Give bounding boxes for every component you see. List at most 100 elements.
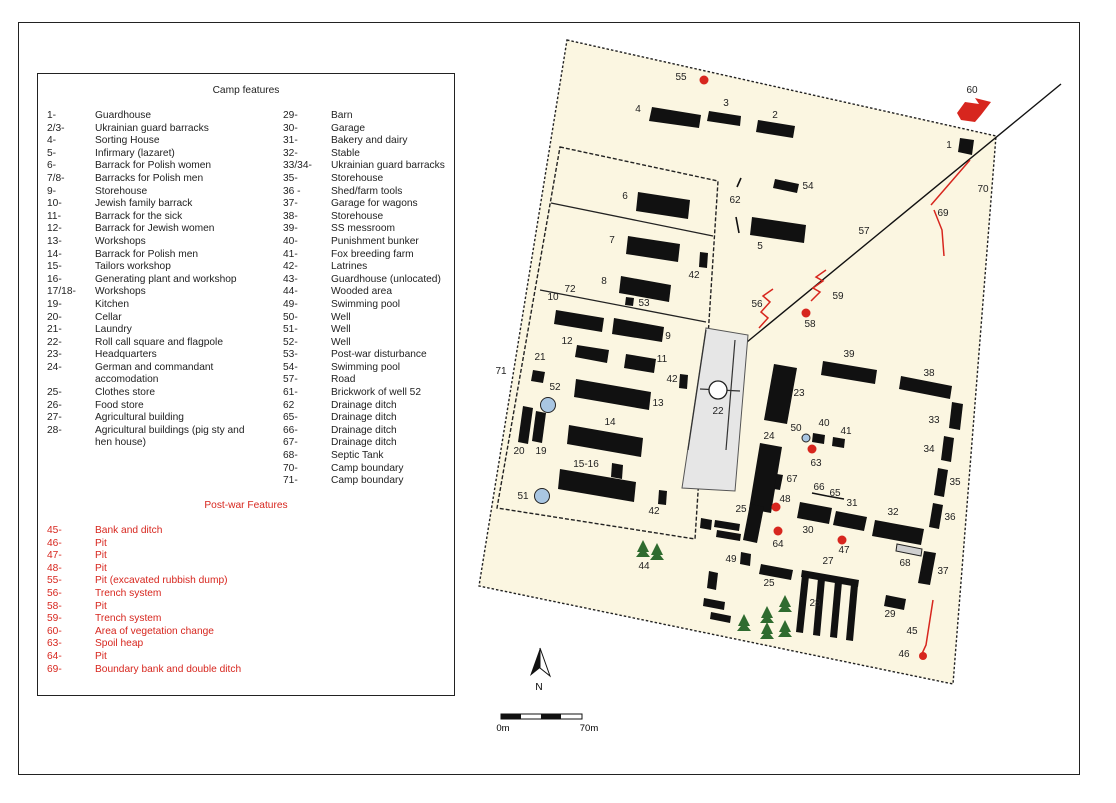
legend-item-number: 54- (283, 361, 298, 373)
map-label: 7 (609, 235, 615, 246)
postwar-ditches (758, 159, 971, 659)
legend-item-text: Punishment bunker (331, 235, 419, 247)
legend-item-text: Drainage ditch (331, 424, 397, 436)
map-label: 14 (604, 417, 616, 428)
map-label: 58 (804, 319, 816, 330)
legend-item: 7/8-Barracks for Polish men (47, 173, 263, 186)
legend-item-text: Stable (331, 147, 360, 159)
legend-item-number: 13- (47, 235, 62, 247)
legend-item-number: 17/18- (47, 286, 76, 298)
legend-item-number: 15- (47, 261, 62, 273)
flagpole (708, 380, 728, 400)
legend-item: 17/18- Workshops (47, 286, 263, 299)
legend-item: 36 - Shed/farm tools (283, 186, 481, 199)
map-label: 62 (729, 195, 741, 206)
map-label: 34 (923, 444, 935, 455)
map-label: 60 (966, 85, 978, 96)
legend-item-text: Spoil heap (95, 638, 144, 650)
legend-item-text: Garage for wagons (331, 198, 418, 210)
legend-item: 69-Boundary bank and double ditch (47, 664, 263, 677)
map-label: 42 (666, 374, 678, 385)
legend-item-text: Barracks for Polish men (95, 172, 204, 184)
map-label: 9 (665, 331, 671, 342)
map-label: 25 (735, 504, 747, 515)
map-label: 50 (790, 423, 802, 434)
map-label: 54 (802, 181, 814, 192)
legend-item-number: 11- (47, 210, 61, 222)
legend-item: 46-Pit (47, 538, 263, 551)
legend-item-text: Road (331, 374, 356, 386)
legend-item-text: Bakery and dairy (331, 135, 408, 147)
legend-item-text: Latrines (331, 261, 368, 273)
legend-item: 15- Tailors workshop (47, 261, 263, 274)
legend-item-text: Jewish family barrack (95, 198, 193, 210)
legend-item-text: Infirmary (lazaret) (95, 147, 175, 159)
map-label: 64 (772, 539, 784, 550)
inner-compound (496, 146, 719, 540)
legend-item-text: Pit (95, 562, 107, 574)
legend-item: 27-Agricultural building (47, 412, 263, 425)
legend-item: 19-Kitchen (47, 299, 263, 312)
legend-item-text: Agricultural building (95, 412, 184, 424)
legend-item-number: 6- (47, 160, 57, 172)
map-label: 63 (810, 458, 822, 469)
legend-item: 66-Drainage ditch (283, 425, 481, 438)
legend-item-text: Swimming pool (331, 298, 401, 310)
legend-item-number: 59- (47, 613, 62, 625)
legend-item-text: Tailors workshop (95, 261, 171, 273)
legend-item-text: Area of vegetation change (95, 625, 214, 637)
legend-item-text: Shed/farm tools (331, 185, 403, 197)
legend-item: 25-Clothes store (47, 387, 263, 400)
map-label: 42 (688, 270, 700, 281)
scale-end: 70m (580, 723, 599, 734)
legend-item-number: 37- (283, 198, 298, 210)
legend-item-text: Agricultural buildings (pig sty and hen … (95, 424, 245, 449)
map-label: 6 (622, 191, 628, 202)
legend-item-text: Ukrainian guard barracks (95, 122, 209, 134)
legend-item-number: 30- (283, 122, 298, 134)
legend-item: 44-Wooded area (283, 286, 481, 299)
legend-item: 65-Drainage ditch (283, 412, 481, 425)
map-label: 69 (937, 208, 949, 219)
legend-item-text: Post-war disturbance (331, 349, 427, 361)
wooded-area (636, 540, 792, 639)
map-label: 13 (652, 398, 664, 409)
legend-item: 12-Barrack for Jewish women (47, 223, 263, 236)
legend-item-number: 19- (47, 298, 62, 310)
drainage-ditches (735, 177, 845, 500)
legend-item-text: Pit (95, 600, 107, 612)
legend-item-number: 57- (283, 374, 298, 386)
legend-item: 49-Swimming pool (283, 299, 481, 312)
legend-item-number: 41- (283, 248, 298, 260)
map-label: 28 (809, 598, 821, 609)
legend-item-number: 69- (47, 663, 62, 675)
legend-item: 67-Drainage ditch (283, 437, 481, 450)
legend-item: 1-Guardhouse (47, 110, 263, 123)
legend-item-number: 36 - (283, 185, 301, 197)
legend-item-text: Workshops (95, 286, 146, 298)
legend-item-text: Generating plant and workshop (95, 273, 237, 285)
legend-item: 33/34-Ukrainian guard barracks (283, 160, 481, 173)
map-label: 67 (786, 474, 798, 485)
legend-item-text: Wooded area (331, 286, 392, 298)
legend-item: 56-Trench system (47, 588, 263, 601)
legend-item-number: 39- (283, 223, 298, 235)
legend-item: 38-Storehouse (283, 211, 481, 224)
map-label: 21 (534, 352, 546, 363)
legend-item: 32-Stable (283, 148, 481, 161)
legend-item-text: Pit (excavated rubbish dump) (95, 575, 228, 587)
legend-item: 52-Well (283, 337, 481, 350)
legend-item: 31- Bakery and dairy (283, 135, 481, 148)
map-label: 70 (977, 184, 989, 195)
legend-item-number: 31- (283, 135, 298, 147)
legend-item: 53-Post-war disturbance (283, 349, 481, 362)
map-label: 40 (818, 418, 830, 429)
legend-item: 5-Infirmary (lazaret) (47, 148, 263, 161)
map-label: 19 (535, 446, 547, 457)
legend-item-number: 68- (283, 450, 298, 462)
legend-item: 6-Barrack for Polish women (47, 160, 263, 173)
legend-item: 63-Spoil heap (47, 638, 263, 651)
legend-item: 42-Latrines (283, 261, 481, 274)
